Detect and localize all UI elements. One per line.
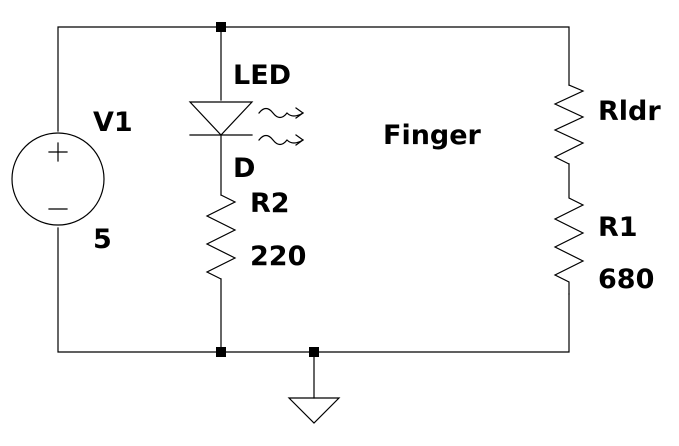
diode-triangle xyxy=(188,101,254,136)
led-name-label: LED xyxy=(233,60,291,91)
voltage-source-v1 xyxy=(11,132,105,226)
junction-dot xyxy=(216,22,226,32)
light-arrow-icon xyxy=(258,107,304,119)
v1-name-label: V1 xyxy=(93,107,133,138)
resistor-r1 xyxy=(553,163,585,295)
r2-value-label: 220 xyxy=(250,241,306,272)
top-wire xyxy=(57,26,570,132)
resistor-r2 xyxy=(205,194,237,280)
light-arrow-icon xyxy=(258,134,304,146)
led-diode xyxy=(188,101,305,146)
finger-label: Finger xyxy=(383,120,482,151)
arrowhead-icon xyxy=(295,107,305,119)
led-value-label: D xyxy=(233,153,255,184)
bottom-wire xyxy=(57,227,570,353)
junction-dot xyxy=(216,347,226,357)
r1-value-label: 680 xyxy=(598,264,654,295)
resistor-rldr xyxy=(553,84,585,165)
junctions xyxy=(216,22,319,357)
v1-value-label: 5 xyxy=(93,224,112,255)
ground-icon xyxy=(287,397,341,424)
rldr-name-label: Rldr xyxy=(598,96,661,127)
r2-name-label: R2 xyxy=(250,188,290,219)
arrowhead-icon xyxy=(295,134,305,146)
wires xyxy=(57,26,570,399)
voltage-source-symbol xyxy=(11,132,105,226)
r1-name-label: R1 xyxy=(598,212,638,243)
junction-dot xyxy=(309,347,319,357)
